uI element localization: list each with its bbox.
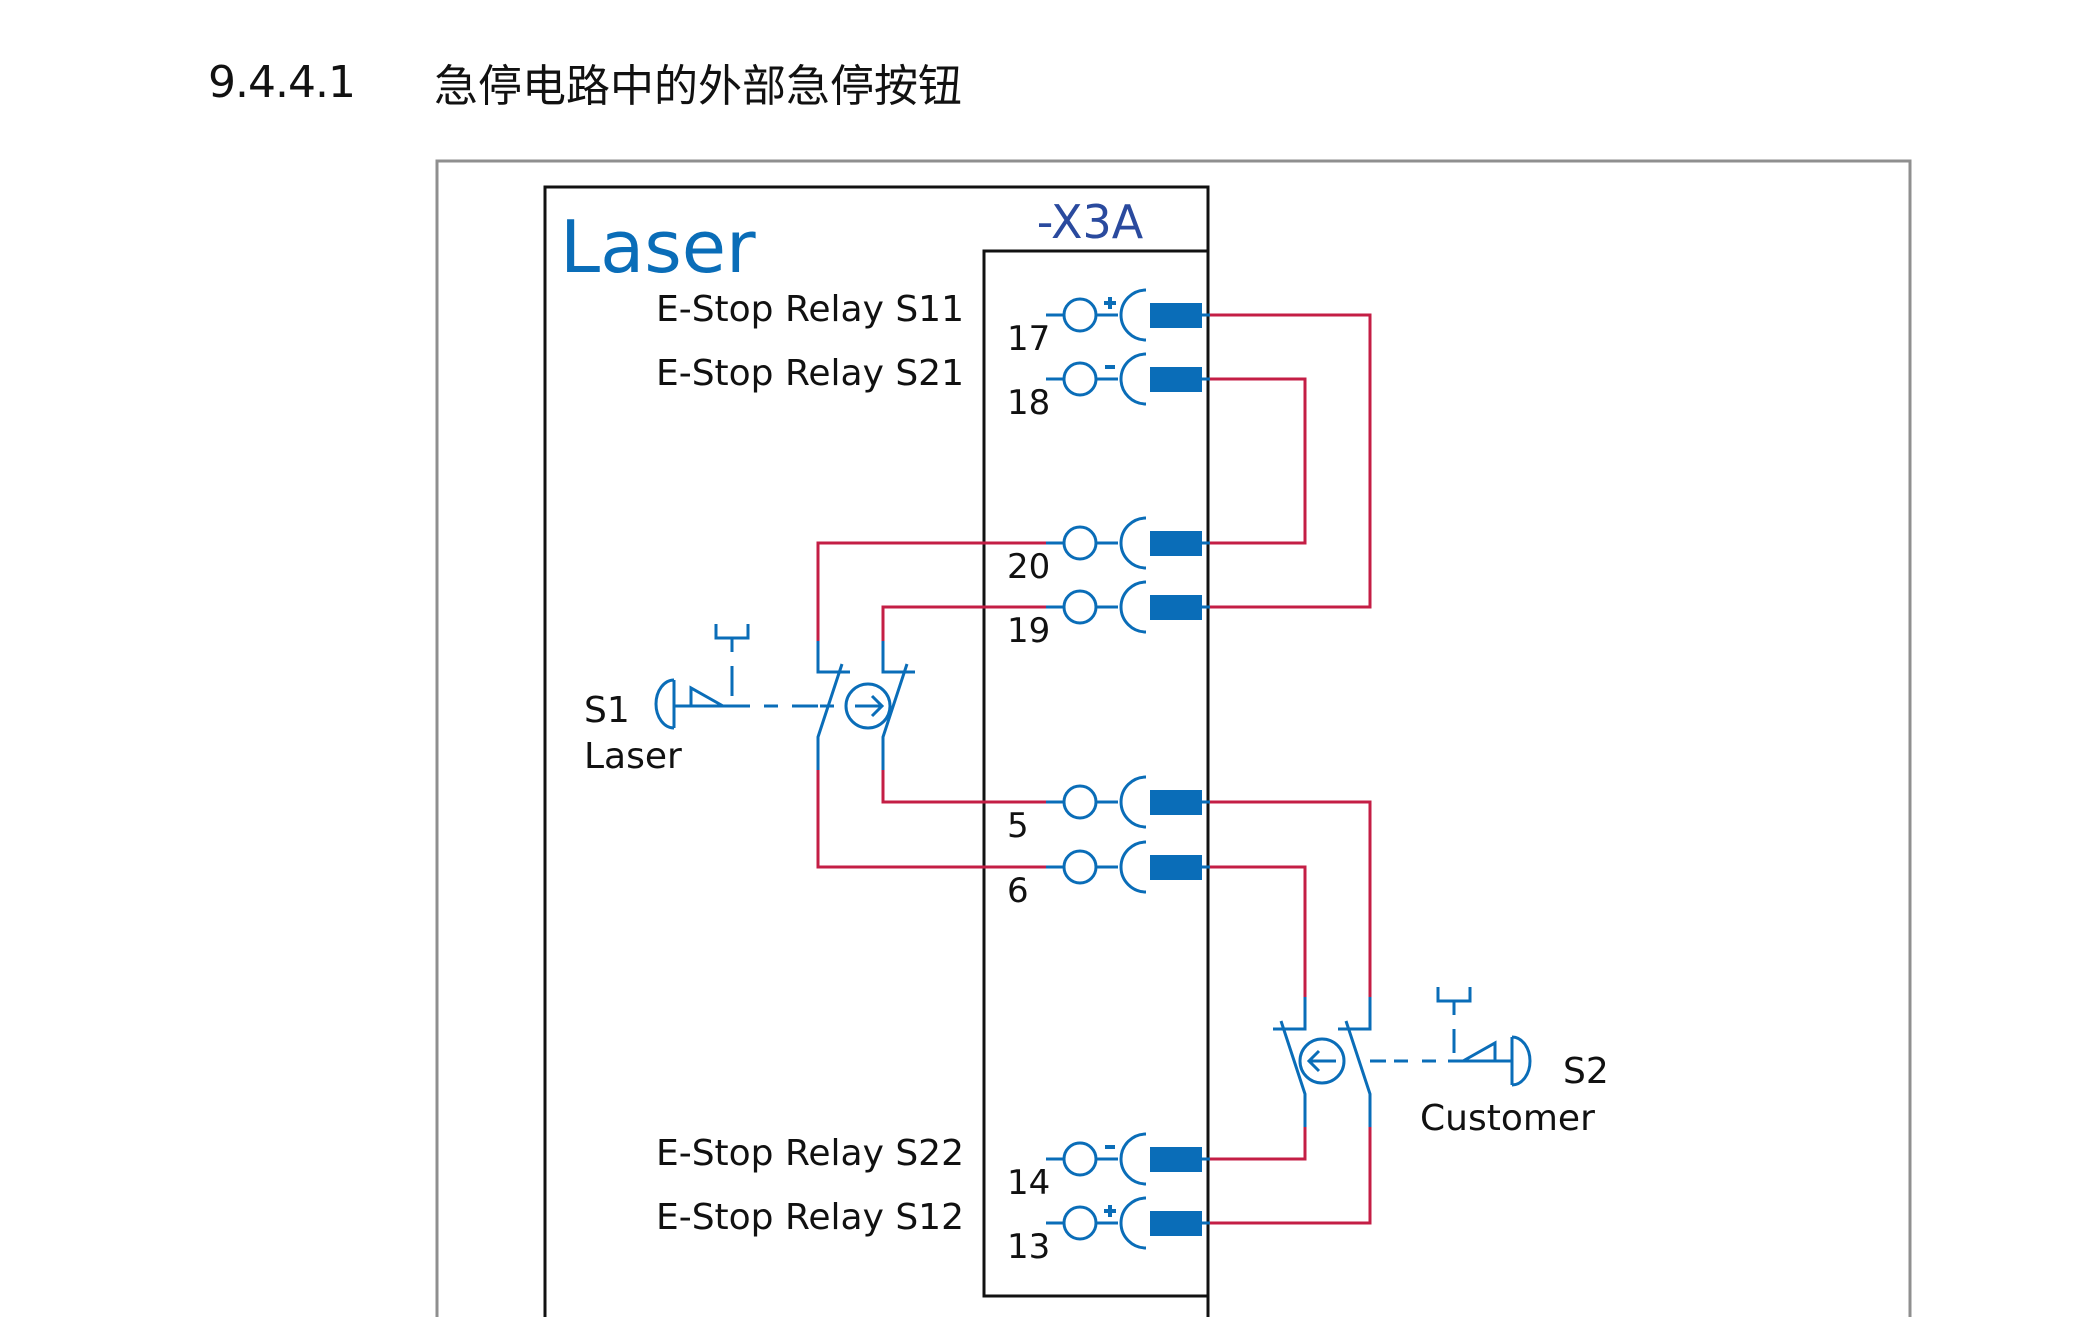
pin-number: 18 xyxy=(1007,383,1050,423)
mushroom-head-icon xyxy=(654,678,675,730)
plug-block-icon xyxy=(1150,367,1202,392)
plug-block-icon xyxy=(1150,790,1202,815)
connector-pin-14: 14 E-Stop Relay S22 xyxy=(656,1132,1210,1203)
latch-icon xyxy=(714,624,750,696)
switch-id: S1 xyxy=(584,690,630,731)
plug-block-icon xyxy=(1150,531,1202,556)
plug-block-icon xyxy=(1150,1211,1202,1236)
connector-pin-5: 5 xyxy=(1007,775,1210,846)
connector-pins: 17 E-Stop Relay S11 18 E-Stop Relay S21 20 19… xyxy=(656,288,1210,1267)
arrow-right-icon xyxy=(855,694,885,718)
pin-contact-circle xyxy=(1062,849,1098,885)
device-label: Laser xyxy=(560,205,756,289)
pin-number: 19 xyxy=(1007,611,1050,651)
switch-name: Laser xyxy=(584,736,682,777)
connector-pin-17: 17 E-Stop Relay S11 xyxy=(656,288,1210,359)
pin-signal-label: E-Stop Relay S11 xyxy=(656,289,964,330)
pin-contact-circle xyxy=(1062,297,1098,333)
pin-number: 20 xyxy=(1007,547,1050,587)
wire-18-20 xyxy=(1210,377,1307,545)
x3a-connector-box xyxy=(982,249,1210,1298)
plug-block-icon xyxy=(1150,303,1202,328)
nc-contact-blade xyxy=(881,663,909,770)
plug-block-icon xyxy=(1150,1147,1202,1172)
socket-arc-icon xyxy=(1119,1196,1147,1250)
pin-contact-circle xyxy=(1062,525,1098,561)
trigger-icon xyxy=(672,680,740,728)
connector-pin-20: 20 xyxy=(1007,516,1210,587)
nc-contact-blade xyxy=(1279,1020,1307,1127)
wires xyxy=(816,313,1372,1225)
section-heading: 9.4.4.1 急停电路中的外部急停按钮 xyxy=(208,52,962,113)
figure-frame xyxy=(435,159,1912,1317)
latch-icon xyxy=(1436,987,1472,1053)
mushroom-head-icon xyxy=(1511,1035,1532,1087)
trigger-icon xyxy=(1448,1037,1514,1085)
nc-contact-fixed xyxy=(881,641,915,674)
wire-s2-14 xyxy=(1210,1127,1307,1161)
switch-id: S2 xyxy=(1563,1051,1609,1092)
wire-17-19 xyxy=(1210,313,1372,609)
socket-arc-icon xyxy=(1119,775,1147,829)
nc-contact-fixed xyxy=(1273,997,1307,1031)
nc-contact-fixed xyxy=(816,641,850,674)
socket-arc-icon xyxy=(1119,580,1147,634)
nc-contact-fixed xyxy=(1338,997,1372,1031)
pin-contact-circle xyxy=(1062,361,1098,397)
positive-opening-icon xyxy=(844,682,892,730)
section-number: 9.4.4.1 xyxy=(208,56,356,108)
switch-name: Customer xyxy=(1420,1098,1595,1139)
socket-arc-icon xyxy=(1119,840,1147,894)
positive-opening-icon xyxy=(1298,1037,1346,1085)
wire-6-s2 xyxy=(1210,865,1307,997)
pin-contact-circle xyxy=(1062,589,1098,625)
socket-arc-icon xyxy=(1119,352,1147,406)
pin-signal-label: E-Stop Relay S21 xyxy=(656,353,964,394)
pin-number: 14 xyxy=(1007,1163,1050,1203)
wire-s1-6 xyxy=(816,770,1046,869)
wire-19-s1 xyxy=(881,605,1046,641)
wire-20-s1 xyxy=(816,541,1046,641)
pin-signal-label: E-Stop Relay S22 xyxy=(656,1133,964,1174)
plug-block-icon xyxy=(1150,595,1202,620)
pin-number: 13 xyxy=(1007,1227,1050,1267)
pin-contact-circle xyxy=(1062,1205,1098,1241)
wire-s1-5 xyxy=(881,770,1046,804)
socket-arc-icon xyxy=(1119,516,1147,570)
connector-pin-18: 18 E-Stop Relay S21 xyxy=(656,352,1210,423)
pin-contact-circle xyxy=(1062,784,1098,820)
pin-contact-circle xyxy=(1062,1141,1098,1177)
arrow-left-icon xyxy=(1306,1049,1336,1073)
connector-pin-19: 19 xyxy=(1007,580,1210,651)
pin-number: 5 xyxy=(1007,806,1029,846)
pin-number: 6 xyxy=(1007,871,1029,911)
pin-signal-label: E-Stop Relay S12 xyxy=(656,1197,964,1238)
section-title: 急停电路中的外部急停按钮 xyxy=(434,61,962,112)
socket-arc-icon xyxy=(1119,1132,1147,1186)
wire-5-s2 xyxy=(1210,800,1372,997)
connector-label: -X3A xyxy=(1037,195,1144,249)
connector-pin-6: 6 xyxy=(1007,840,1210,911)
pin-number: 17 xyxy=(1007,319,1050,359)
connector-pin-13: 13 E-Stop Relay S12 xyxy=(656,1196,1210,1267)
socket-arc-icon xyxy=(1119,288,1147,342)
wire-s2-13 xyxy=(1210,1127,1372,1225)
nc-contact-blade xyxy=(1344,1020,1372,1127)
plug-block-icon xyxy=(1150,855,1202,880)
nc-contact-blade xyxy=(816,663,844,770)
